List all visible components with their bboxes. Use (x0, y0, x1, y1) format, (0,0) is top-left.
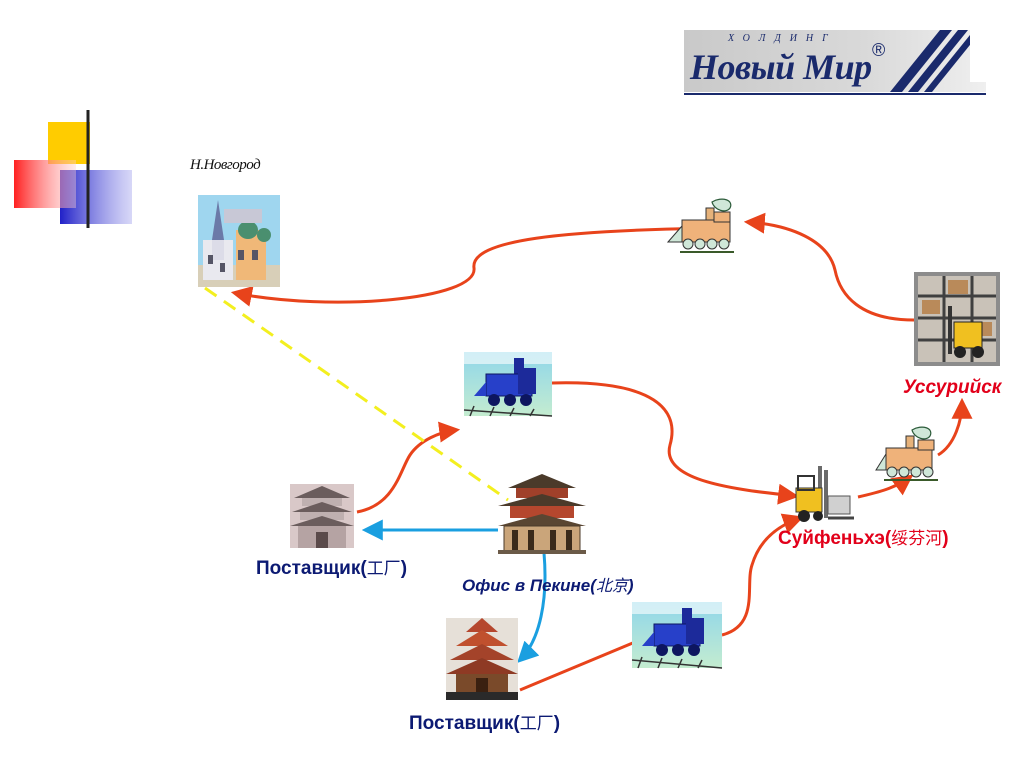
pagoda-icon (446, 618, 518, 700)
route-train2-to-suifenhe (721, 513, 804, 637)
routes (204, 212, 973, 692)
train-icon (463, 352, 553, 417)
route-train-to-ussuriysk (937, 397, 973, 457)
steam-train-icon (666, 198, 734, 253)
warehouse-forklift-icon (914, 272, 1000, 366)
label-nnovgorod: Н.Новгород (190, 157, 261, 173)
logo-registered: ® (872, 40, 886, 60)
link-office-to-supplier2 (517, 552, 547, 663)
route-ussuriysk-to-train (743, 212, 915, 322)
pagoda-icon (290, 484, 354, 548)
logo-wordmark: Новый Мир (690, 47, 872, 87)
forklift-icon (795, 466, 854, 522)
train-icon (631, 602, 723, 669)
logo-caps: ХОЛДИНГ (728, 33, 837, 44)
label-suifenhe: Суйфеньхэ(绥芬河) (778, 528, 949, 549)
route-supplier-to-train (356, 421, 461, 514)
label-beijing-office: Офис в Пекине(北京) (462, 576, 634, 595)
label-ussuriysk: Уссурийск (903, 377, 1002, 398)
steam-train-icon (875, 426, 938, 481)
corner-decoration (14, 110, 1024, 228)
link-dashed-office-nnovgorod (204, 286, 509, 502)
church-icon (198, 195, 280, 287)
label-supplier-top: Поставщик(工厂) (256, 558, 408, 579)
route-train-to-suifenhe (551, 381, 800, 505)
route-train-to-nnovgorod (230, 226, 726, 307)
company-logo (684, 30, 986, 95)
label-supplier-bottom: Поставщик(工厂) (409, 713, 561, 734)
pagoda-icon (498, 474, 586, 554)
route-supplier2-to-train2 (519, 638, 641, 692)
